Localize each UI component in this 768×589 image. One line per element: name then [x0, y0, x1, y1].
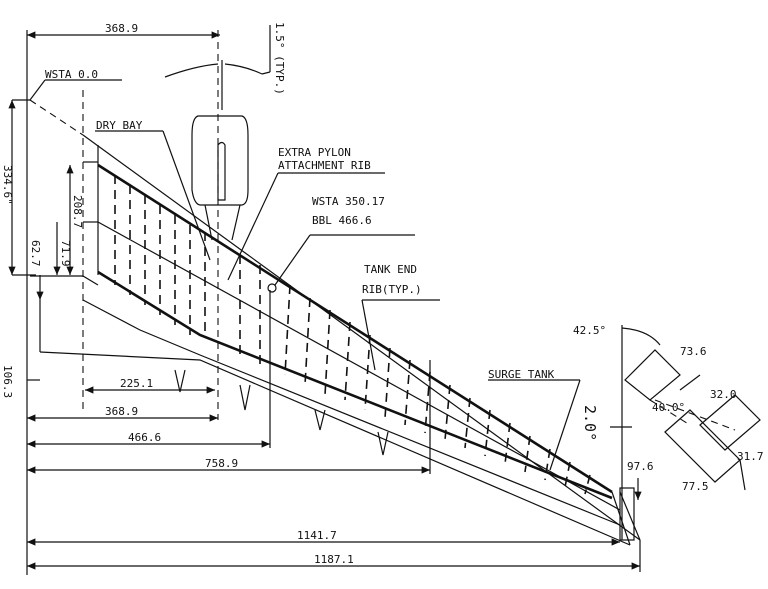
dim-758: 758.9 [205, 457, 238, 470]
dim-368: 368.9 [105, 405, 138, 418]
dim-77: 77.5 [682, 480, 709, 493]
label-tank-end-2: RIB(TYP.) [362, 283, 422, 296]
label-angle-42: 42.5° [573, 324, 606, 337]
dim-73: 73.6 [680, 345, 707, 358]
wing-outline [29, 99, 641, 546]
dim-1141: 1141.7 [297, 529, 337, 542]
dim-208: 208.7 [71, 195, 84, 228]
dim-225: 225.1 [120, 377, 153, 390]
label-bbl: BBL 466.6 [312, 214, 372, 227]
dim-334: 334.6" [1, 165, 14, 205]
label-angle-2: 2.0° [581, 405, 599, 441]
wingtip-detail [621, 327, 761, 491]
label-wsta-350: WSTA 350.17 [312, 195, 385, 208]
label-dry-bay: DRY BAY [96, 119, 143, 132]
dim-71: 71.9 [59, 240, 72, 267]
dimension-lines [8, 31, 642, 572]
label-extra-pylon-2: ATTACHMENT RIB [278, 159, 371, 172]
dim-97: 97.6 [627, 460, 654, 473]
engine-nacelle [191, 115, 249, 241]
dim-106: 106.3 [1, 365, 14, 398]
dim-top-368: 368.9 [105, 22, 138, 35]
dim-1187: 1187.1 [314, 553, 354, 566]
label-extra-pylon-1: EXTRA PYLON [278, 146, 351, 159]
leader-lines [29, 79, 581, 471]
label-angle-40: 40.0° [652, 401, 685, 414]
reference-lines [26, 25, 271, 575]
dim-466: 466.6 [128, 431, 161, 444]
labels: WSTA 0.0 DRY BAY EXTRA PYLON ATTACHMENT … [1, 22, 764, 566]
label-angle-typ: 1.5° (TYP.) [273, 22, 286, 95]
label-wsta-origin: WSTA 0.0 [45, 68, 98, 81]
dim-31: 31.7 [737, 450, 764, 463]
label-tank-end-1: TANK END [364, 263, 417, 276]
ribs [114, 175, 591, 495]
dim-62: 62.7 [29, 240, 42, 267]
label-surge-tank: SURGE TANK [488, 368, 555, 381]
dim-32: 32.0 [710, 388, 737, 401]
